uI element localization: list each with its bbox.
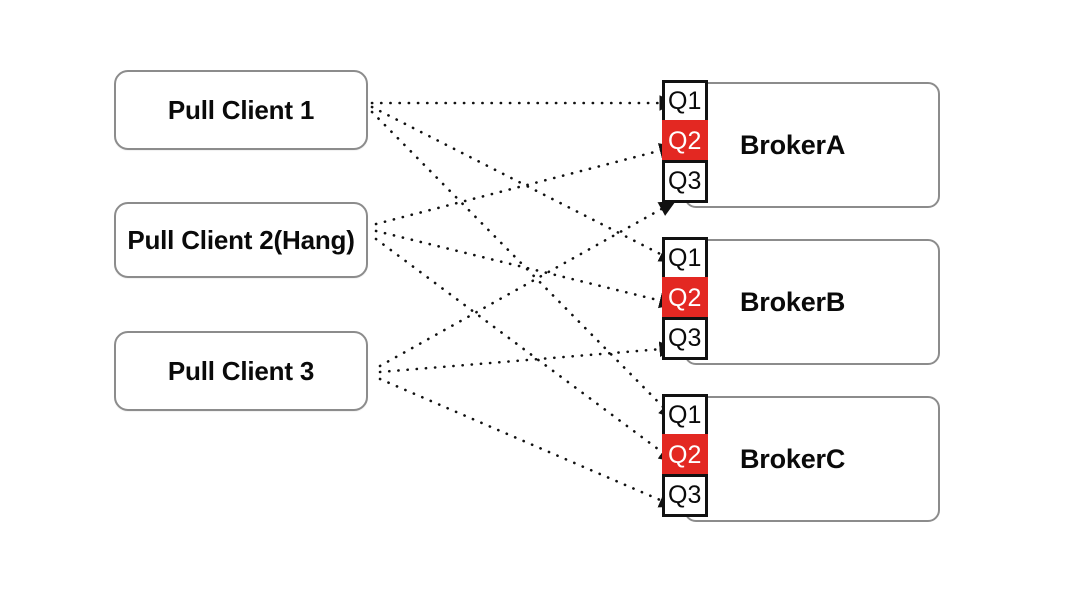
- connector-client3-to-brokerA-Q3: [378, 200, 676, 368]
- client-label: Pull Client 1: [167, 94, 315, 125]
- broker-label: BrokerA: [740, 129, 846, 160]
- client-label: Pull Client 3: [167, 355, 315, 386]
- client-box-client1[interactable]: Pull Client 1: [114, 70, 368, 150]
- broker-box[interactable]: [684, 82, 940, 208]
- connector-client2-to-brokerA-Q2: [374, 143, 677, 226]
- connector-client2-to-brokerC-Q2: [374, 237, 676, 463]
- connector-client3-to-brokerC-Q3: [378, 377, 676, 508]
- broker-label: BrokerC: [740, 443, 846, 474]
- broker-box[interactable]: [684, 239, 940, 365]
- queue-cell-q2[interactable]: Q2: [662, 434, 708, 477]
- broker-label: BrokerB: [740, 286, 846, 317]
- queue-cell-q3[interactable]: Q3: [662, 474, 708, 517]
- connector-client1-to-brokerC-Q1: [370, 110, 676, 420]
- client-box-client3[interactable]: Pull Client 3: [114, 331, 368, 411]
- connector-client3-to-brokerB-Q3: [378, 341, 677, 374]
- connector-client2-to-brokerB-Q2: [374, 229, 677, 309]
- broker-box[interactable]: [684, 396, 940, 522]
- queue-cell-q2[interactable]: Q2: [662, 120, 708, 163]
- queue-cell-q2[interactable]: Q2: [662, 277, 708, 320]
- queue-cell-q1[interactable]: Q1: [662, 80, 708, 123]
- queue-cell-q1[interactable]: Q1: [662, 237, 708, 280]
- client-label: Pull Client 2(Hang): [127, 224, 355, 255]
- queue-cell-q3[interactable]: Q3: [662, 160, 708, 203]
- queue-cell-q3[interactable]: Q3: [662, 317, 708, 360]
- client-box-client2[interactable]: Pull Client 2(Hang): [114, 202, 368, 278]
- queue-cell-q1[interactable]: Q1: [662, 394, 708, 437]
- connector-client1-to-brokerB-Q1: [370, 105, 676, 263]
